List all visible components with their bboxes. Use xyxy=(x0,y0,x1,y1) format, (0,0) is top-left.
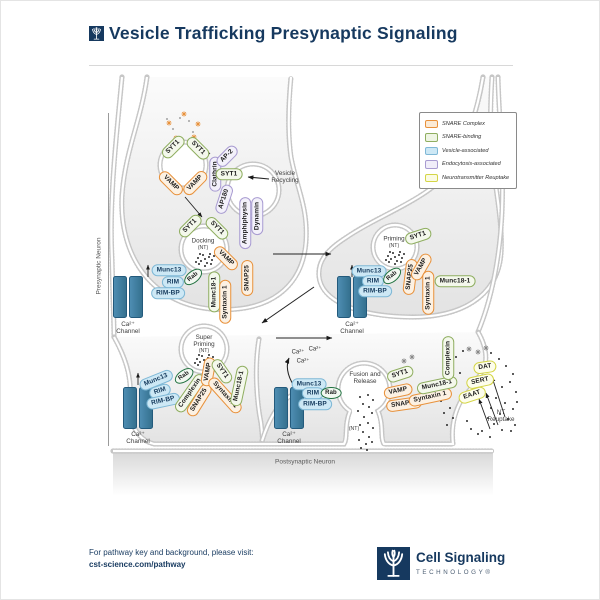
legend-row: SNARE-binding xyxy=(425,131,516,145)
protein-pill-snap25: SNAP25 xyxy=(241,260,253,296)
brand-logo: Cell Signaling TECHNOLOGY® xyxy=(377,547,505,580)
nt-dots-group xyxy=(166,117,518,451)
protein-pill-dynamin: Dynamin xyxy=(251,196,263,236)
legend-swatch-snare-binding xyxy=(425,133,438,142)
protein-pill-rab: Rab xyxy=(320,387,342,399)
protein-pill-syntaxin1: Syntaxin 1 xyxy=(219,280,231,324)
ca-ion-label: Ca²⁺ xyxy=(291,349,305,356)
protein-pill-complexin: Complexin xyxy=(442,335,454,381)
legend-row: Endocytosis-associated xyxy=(425,158,516,172)
header-divider xyxy=(89,65,513,66)
legend-row: Vesicle-associated xyxy=(425,144,516,158)
footer-pathway-link[interactable]: cst-science.com/pathway xyxy=(89,559,186,569)
protein-pill-munc13: Munc13 xyxy=(151,264,187,276)
protein-pill-munc18: Munc18-1 xyxy=(434,275,476,287)
legend-label: SNARE Complex xyxy=(442,120,485,127)
legend-swatch-snare-complex xyxy=(425,119,438,128)
ca-channel xyxy=(113,276,143,318)
header: Vesicle Trafficking Presynaptic Signalin… xyxy=(89,23,458,44)
footer-note: For pathway key and background, please v… xyxy=(89,547,254,570)
protein-pill-rimbp: RIM-BP xyxy=(151,287,185,299)
legend-label: Neurotransmitter Reuptake xyxy=(442,174,510,181)
stage-docking-nt: (NT) xyxy=(197,245,209,252)
arrows-group xyxy=(136,144,506,430)
protein-pill-syt1: SYT1 xyxy=(215,168,243,180)
stage-nt-reuptake: NT Reuptake xyxy=(487,408,515,423)
legend-label: Endocytosis-associated xyxy=(442,161,501,168)
legend-swatch-endocytosis xyxy=(425,160,438,169)
footer-note-line1: For pathway key and background, please v… xyxy=(89,548,254,557)
ca-ion-label: Ca²⁺ xyxy=(296,358,310,365)
legend: SNARE Complex SNARE-binding Vesicle-asso… xyxy=(419,112,517,189)
legend-swatch-reuptake xyxy=(425,173,438,182)
stage-priming: Priming xyxy=(383,235,405,243)
released-nt-label: (NT) xyxy=(348,426,360,433)
protein-pill-rim: RIM xyxy=(161,276,185,288)
stage-vesicle-recycling: Vesicle Recycling xyxy=(271,169,299,184)
stage-fusion-release: Fusion and Release xyxy=(349,370,381,385)
ca-channel-label: Ca²⁺ Channel xyxy=(277,430,301,445)
ca-ion-label: Ca²⁺ xyxy=(308,346,322,353)
postsynaptic-neuron-label: Postsynaptic Neuron xyxy=(275,458,335,466)
stage-super-priming: Super Priming xyxy=(193,333,215,348)
protein-pill-syntaxin1: Syntaxin 1 xyxy=(422,271,434,315)
legend-row: Neurotransmitter Reuptake xyxy=(425,171,516,185)
ca-channel-label: Ca²⁺ Channel xyxy=(340,320,364,335)
stage-super-priming-nt: (NT) xyxy=(198,348,210,355)
ca-channel-label: Ca²⁺ Channel xyxy=(116,320,140,335)
legend-label: Vesicle-associated xyxy=(442,147,489,154)
brand-name: Cell Signaling xyxy=(416,550,506,565)
stage-priming-nt: (NT) xyxy=(388,243,400,250)
protein-pill-rimbp: RIM-BP xyxy=(298,398,332,410)
cst-tree-logo-icon xyxy=(377,547,410,580)
presynaptic-neuron-label: Presynaptic Neuron xyxy=(95,237,103,295)
legend-swatch-vesicle-associated xyxy=(425,146,438,155)
page-title: Vesicle Trafficking Presynaptic Signalin… xyxy=(109,23,458,43)
legend-label: SNARE-binding xyxy=(442,134,482,141)
brand-subtitle: TECHNOLOGY® xyxy=(416,568,493,576)
cst-tree-icon xyxy=(89,26,104,41)
presynaptic-bracket xyxy=(108,113,109,446)
protein-pill-amphiphysin: Amphiphysin xyxy=(239,196,251,250)
protein-pill-munc18: Munc18-1 xyxy=(208,271,220,313)
legend-row: SNARE Complex xyxy=(425,117,516,131)
protein-pill-rimbp: RIM-BP xyxy=(358,285,392,297)
stage-docking: Docking xyxy=(191,237,215,245)
ca-channel-label: Ca²⁺ Channel xyxy=(126,430,150,445)
